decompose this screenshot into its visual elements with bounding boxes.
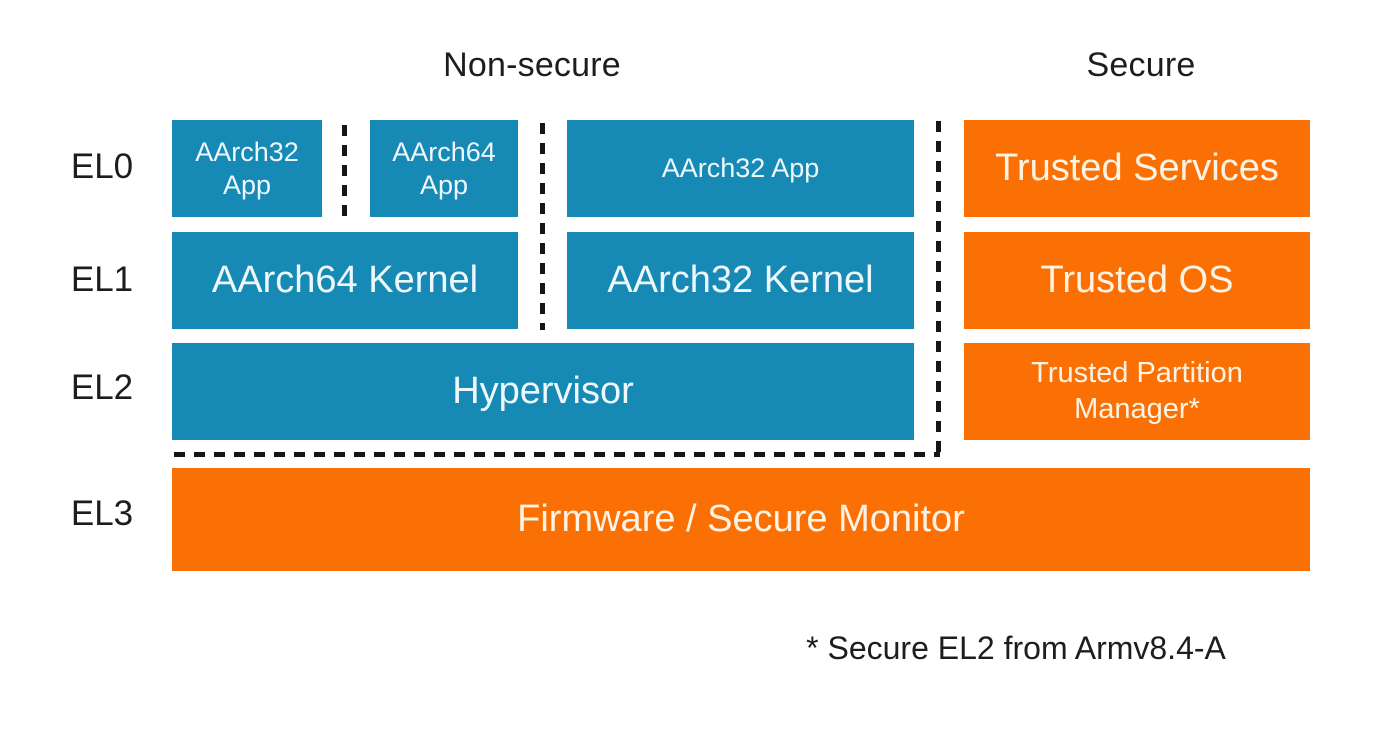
el0-app-divider-line [342,125,347,218]
el0-label: EL0 [70,147,134,186]
el2-hypervisor-box: Hypervisor [172,343,914,440]
el0-el1-stack-divider-line [540,123,545,330]
secure-world-divider-line [936,121,941,457]
el2-trusted-partition-manager-box: Trusted Partition Manager* [964,343,1310,440]
el1-label: EL1 [70,260,134,299]
el3-boundary-divider-line [174,452,940,457]
el1-trusted-os-box: Trusted OS [964,232,1310,329]
el0-aarch32-app-wide-box: AArch32 App [567,120,914,217]
el0-aarch64-app-box: AArch64 App [370,120,518,217]
el1-aarch64-kernel-box: AArch64 Kernel [172,232,518,329]
footnote-secure-el2: * Secure EL2 from Armv8.4-A [806,630,1226,666]
el3-label: EL3 [70,494,134,533]
el0-aarch32-app-box: AArch32 App [172,120,322,217]
el3-firmware-secure-monitor-box: Firmware / Secure Monitor [172,468,1310,571]
el1-aarch32-kernel-box: AArch32 Kernel [567,232,914,329]
el2-label: EL2 [70,368,134,407]
secure-world-label: Secure [1086,46,1196,84]
non-secure-world-label: Non-secure [443,46,621,84]
el0-trusted-services-box: Trusted Services [964,120,1310,217]
